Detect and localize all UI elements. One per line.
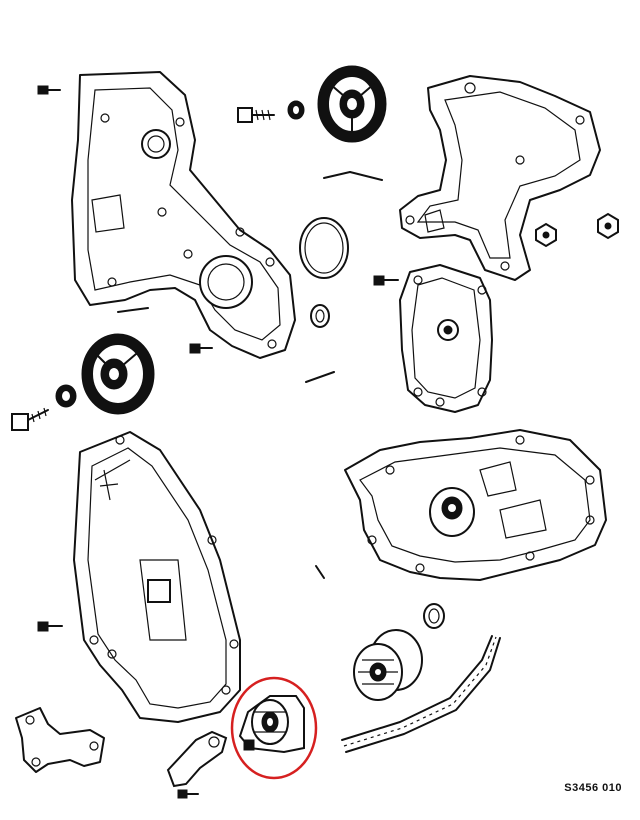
highlight-circle xyxy=(230,676,318,780)
bolt-icon xyxy=(177,789,199,799)
timing-belt xyxy=(341,635,501,753)
lower-timing-cover xyxy=(73,431,241,723)
bolt-icon xyxy=(373,275,399,286)
water-pump-housing xyxy=(399,264,493,413)
bolt-icon xyxy=(11,407,49,431)
oring-seal xyxy=(299,217,349,279)
tensioner-lever xyxy=(166,730,228,788)
upper-timing-cover-rear xyxy=(71,71,296,359)
dowel-pin-icon xyxy=(117,307,335,383)
dowel-pin-icon xyxy=(323,171,383,181)
nut-icon xyxy=(535,222,557,248)
small-bracket xyxy=(15,707,105,773)
bolt-icon xyxy=(37,621,63,632)
crank-sprocket xyxy=(353,629,423,701)
camshaft-sprocket-upper xyxy=(317,65,387,143)
tensioner-pulley xyxy=(238,695,305,754)
oil-seal xyxy=(423,603,445,629)
bolt-icon xyxy=(37,85,61,95)
bolt-icon xyxy=(237,107,275,123)
dowel-pin-icon xyxy=(315,565,325,579)
nut-icon xyxy=(597,212,619,240)
washer-icon xyxy=(55,384,77,408)
oil-pump-body xyxy=(344,429,607,581)
bolt-icon xyxy=(189,343,213,354)
engine-mount-bracket xyxy=(399,75,601,281)
washer-icon xyxy=(287,100,305,120)
camshaft-sprocket-lower xyxy=(81,333,155,415)
figure-code: S3456 010 xyxy=(564,782,622,794)
oil-seal xyxy=(310,304,330,328)
